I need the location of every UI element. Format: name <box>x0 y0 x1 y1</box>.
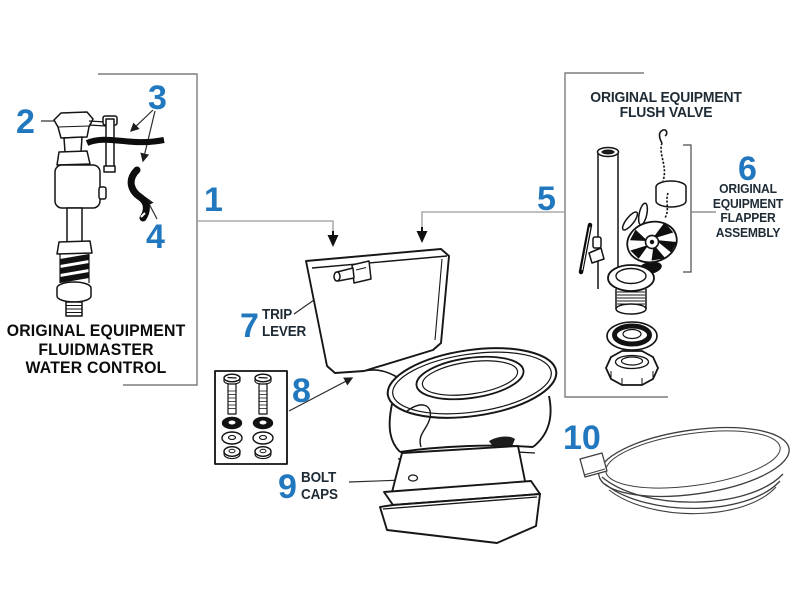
callout-2: 2 <box>16 103 35 141</box>
callout-5-connector <box>416 211 565 243</box>
flush-valve-line1: ORIGINAL EQUIPMENT <box>590 89 742 106</box>
trip-lever-line2: LEVER <box>262 322 307 340</box>
toilet-bowl-illustration <box>379 347 558 544</box>
bolt-cap <box>407 474 419 482</box>
bowl-rim <box>386 347 558 419</box>
flapper <box>626 220 678 264</box>
callout-5: 5 <box>537 180 556 218</box>
flapper-ear <box>621 211 639 231</box>
leader-3a <box>130 109 154 132</box>
bolt-caps-label: BOLT CAPS <box>301 469 338 503</box>
flapper-line4: ASSEMBLY <box>715 224 781 240</box>
trip-lever-label: TRIP LEVER <box>262 306 307 340</box>
callout-6: 6 <box>738 150 757 188</box>
refill-tube <box>127 166 150 222</box>
toilet-seat-illustration <box>579 426 790 515</box>
bolt-caps-line1: BOLT <box>301 469 337 486</box>
bolt-caps-line2: CAPS <box>301 485 338 503</box>
chain-hook <box>658 129 668 144</box>
flush-valve-illustration <box>578 129 687 386</box>
bolt-kit-box <box>214 370 288 465</box>
callout-3: 3 <box>148 79 167 117</box>
callout-1-connector <box>197 220 339 247</box>
callout-4: 4 <box>146 218 165 256</box>
toilet-tank-illustration <box>305 248 450 378</box>
leader-3b <box>140 110 156 163</box>
supply-spiral <box>60 254 89 283</box>
water-control-line1: ORIGINAL EQUIPMENT <box>6 321 186 340</box>
flush-valve-label: ORIGINAL EQUIPMENT FLUSH VALVE <box>581 89 750 121</box>
float-arm <box>85 136 165 146</box>
left-section-bracket <box>98 73 198 386</box>
water-control-label: ORIGINAL EQUIPMENT FLUIDMASTER WATER CON… <box>6 321 186 378</box>
flapper-line1: ORIGINAL <box>719 181 777 196</box>
leader-8 <box>288 377 354 412</box>
callout-10: 10 <box>563 419 601 457</box>
trip-lever <box>333 260 372 284</box>
callout-1: 1 <box>204 181 223 219</box>
water-control-line3: WATER CONTROL <box>25 358 167 377</box>
right-section-bracket <box>564 72 668 398</box>
flapper-line2: EQUIPMENT <box>712 195 784 211</box>
seat-hinge <box>579 452 608 478</box>
callout-9: 9 <box>278 468 297 506</box>
flapper-bracket <box>683 144 716 273</box>
trip-lever-line1: TRIP <box>262 306 293 323</box>
flapper-line3: FLAPPER <box>720 210 776 225</box>
flapper-assembly-label: ORIGINAL EQUIPMENT FLAPPER ASSEMBLY <box>707 181 789 240</box>
seat-ring <box>415 355 525 401</box>
flush-valve-line2: FLUSH VALVE <box>619 103 713 121</box>
flapper-chain <box>660 142 666 182</box>
trapway-contour <box>405 404 432 448</box>
callout-8: 8 <box>292 372 311 410</box>
fill-valve-illustration <box>53 111 165 317</box>
water-control-line2: FLUIDMASTER <box>38 339 154 359</box>
callout-7: 7 <box>240 307 259 345</box>
